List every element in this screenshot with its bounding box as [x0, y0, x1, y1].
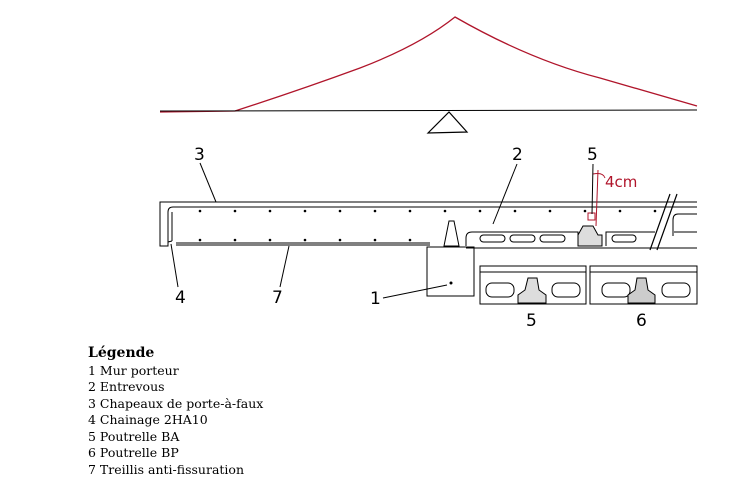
moment-curve	[159, 16, 698, 113]
label-1: 1	[370, 289, 381, 309]
legend-item: 3 Chapeaux de porte-à-faux	[88, 395, 264, 411]
dimension-label: 4cm	[605, 173, 637, 191]
joist-ba	[577, 212, 603, 247]
legend-item: 6 Poutrelle BP	[88, 445, 179, 460]
label-4: 4	[175, 288, 186, 308]
rebar-dots-top	[198, 209, 657, 213]
legend: Légende 1 Mur porteur 2 Entrevous 3 Chap…	[88, 345, 263, 478]
label-3: 3	[194, 145, 205, 165]
support-triangle-icon	[426, 111, 469, 134]
slab	[159, 201, 697, 249]
label-5: 5	[587, 145, 598, 165]
section-details	[479, 265, 698, 305]
legend-item: 5 Poutrelle BA	[88, 428, 180, 444]
legend-item: 2 Entrevous	[88, 379, 165, 394]
legend-item: 7 Treillis anti-fissuration	[88, 461, 245, 477]
legend-title: Légende	[88, 345, 155, 361]
joist-seat	[443, 220, 460, 247]
legend-item: 1 Mur porteur	[88, 362, 179, 378]
section-label-5: 5	[526, 311, 537, 331]
dimension-mark	[592, 169, 606, 227]
rebar-dots-bottom	[198, 238, 412, 242]
label-2: 2	[512, 145, 523, 165]
leader-lines	[170, 162, 594, 299]
break-lines	[649, 193, 678, 251]
label-7: 7	[272, 288, 283, 308]
legend-item: 4 Chainage 2HA10	[88, 412, 208, 427]
bearing-wall	[426, 246, 475, 297]
moment-baseline	[159, 109, 698, 112]
section-label-6: 6	[636, 311, 647, 331]
entrevous-row	[465, 213, 697, 246]
